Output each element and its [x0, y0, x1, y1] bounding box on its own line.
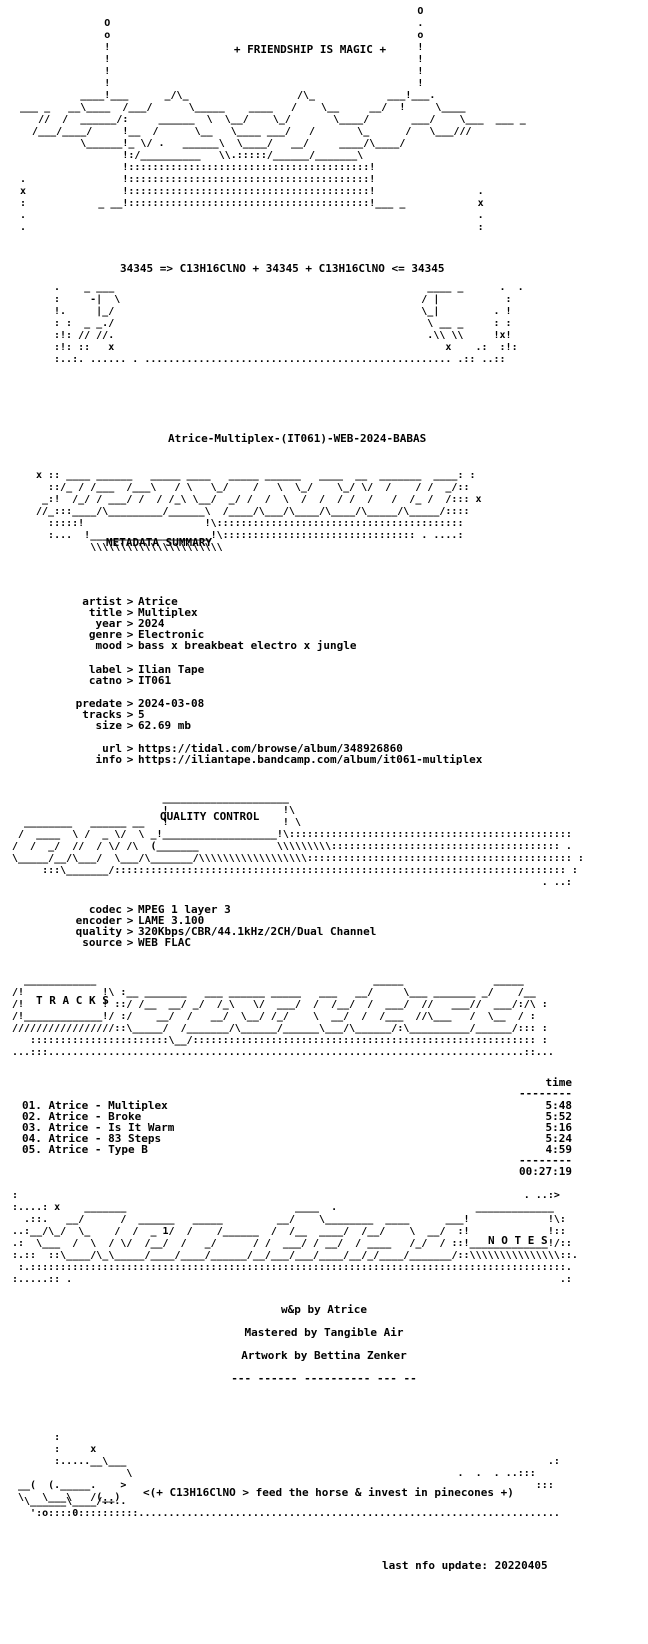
quality-row: encoder>LAME 3.100	[20, 914, 205, 927]
metadata-row: label>Ilian Tape	[20, 664, 204, 676]
metadata-key: tracks	[82, 708, 122, 721]
metadata-value: https://tidal.com/browse/album/348926860	[138, 742, 403, 755]
quality-row: codec>MPEG 1 layer 3	[20, 904, 231, 916]
tracks-ascii-art: ____________ _____ _____ /! !\ :__ _____…	[12, 975, 554, 1058]
note-credit-mastering: Mastered by Tangible Air	[244, 1326, 404, 1339]
quality-row: source>WEB FLAC	[20, 937, 191, 949]
notes-ascii-art: : . ..:> :....: x _______ ____ . _______…	[12, 1190, 578, 1285]
header-ascii-art: O O . o o !	[20, 6, 526, 233]
footer-ascii-art: : : x :.....__\___ .: \ . . . ..::: __	[18, 1432, 560, 1503]
metadata-value: bass x breakbeat electro x jungle	[138, 639, 357, 652]
track-time: 5:52	[545, 1110, 573, 1123]
quality-key: quality	[75, 925, 122, 938]
metadata-row: artist>Atrice	[20, 596, 178, 608]
metadata-key: catno	[88, 674, 122, 687]
note-credit-wp: w&p by Atrice	[280, 1303, 368, 1316]
metadata-row: title>Multiplex	[20, 607, 198, 619]
track-row: 01. Atrice - Multiplex 5:48	[22, 1100, 572, 1112]
section-title-quality: QUALITY CONTROL	[160, 810, 260, 823]
metadata-key: label	[88, 663, 122, 676]
quality-key: codec	[88, 903, 122, 916]
header-formula: 34345 => C13H16ClNO + 34345 + C13H16ClNO…	[120, 262, 445, 275]
track-row: 03. Atrice - Is It Warm 5:16	[22, 1122, 572, 1134]
metadata-row: size>62.69 mb	[20, 720, 191, 732]
metadata-row: genre>Electronic	[20, 629, 204, 641]
track-title: 05. Atrice - Type B	[22, 1143, 148, 1156]
metadata-key: genre	[88, 628, 122, 641]
metadata-key: url	[102, 742, 122, 755]
metadata-row: year>2024	[20, 618, 165, 630]
quality-row: quality>320Kbps/CBR/44.1kHz/2CH/Dual Cha…	[20, 925, 377, 938]
track-time: 4:59	[545, 1143, 573, 1156]
total-time: 00:27:19	[519, 1165, 572, 1178]
metadata-value: 2024-03-08	[138, 697, 205, 710]
time-rule: --------	[519, 1087, 572, 1100]
header-ascii-base: . _ ___ ____ _ . . : -| \ / | : !. |_/	[54, 282, 524, 365]
release-name: Atrice-Multiplex-(IT061)-WEB-2024-BABAS	[168, 432, 427, 445]
time-column-header: time	[545, 1076, 573, 1089]
note-divider: --- ------ ---------- --- --	[231, 1372, 417, 1385]
metadata-key: year	[95, 617, 123, 630]
track-title: 04. Atrice - 83 Steps	[22, 1132, 162, 1145]
metadata-key: title	[88, 606, 122, 619]
quality-key: source	[82, 936, 122, 949]
footer-ascii-base: \______\____/::.. ':o::::0::::::::::....…	[24, 1496, 560, 1519]
quality-value: MPEG 1 layer 3	[138, 903, 231, 916]
footer-tagline: <(+ C13H16ClNO > feed the horse & invest…	[143, 1486, 514, 1499]
metadata-value: https://iliantape.bandcamp.com/album/it0…	[138, 753, 483, 766]
metadata-key: size	[95, 719, 123, 732]
last-update: last nfo update: 20220405	[382, 1559, 548, 1572]
quality-ascii-art: _____________________ ! !\ ________ ____…	[12, 793, 584, 888]
track-time: 5:16	[545, 1121, 573, 1134]
track-row: 05. Atrice - Type B 4:59	[22, 1144, 572, 1156]
metadata-ascii-art: x :: ____ ______ _____ ____ _____ ______…	[36, 470, 482, 553]
note-credit-artwork: Artwork by Bettina Zenker	[241, 1349, 407, 1362]
metadata-value: 62.69 mb	[138, 719, 191, 732]
metadata-value: IT061	[138, 674, 172, 687]
metadata-row: mood>bass x breakbeat electro x jungle	[20, 640, 357, 652]
metadata-value: Atrice	[138, 595, 178, 608]
metadata-row: predate>2024-03-08	[20, 697, 205, 710]
header-title: + FRIENDSHIP IS MAGIC +	[233, 43, 387, 56]
quality-value: WEB FLAC	[138, 936, 191, 949]
metadata-value: Electronic	[138, 628, 205, 641]
track-row: 02. Atrice - Broke 5:52	[22, 1111, 572, 1123]
track-title: 02. Atrice - Broke	[22, 1110, 142, 1123]
metadata-key: artist	[82, 595, 122, 608]
metadata-row: info>https://iliantape.bandcamp.com/albu…	[20, 753, 483, 766]
track-time: 5:24	[545, 1132, 573, 1145]
metadata-value: Multiplex	[138, 606, 198, 619]
track-title: 03. Atrice - Is It Warm	[22, 1121, 175, 1134]
metadata-value: Ilian Tape	[138, 663, 205, 676]
metadata-row: url>https://tidal.com/browse/album/34892…	[20, 743, 403, 755]
metadata-row: catno>IT061	[20, 675, 171, 687]
total-rule: --------	[519, 1154, 572, 1167]
section-title-notes: N O T E S	[488, 1234, 548, 1247]
quality-key: encoder	[75, 914, 122, 927]
track-row: 04. Atrice - 83 Steps 5:24	[22, 1133, 572, 1145]
section-title-tracks: T R A C K S	[36, 994, 109, 1007]
quality-value: 320Kbps/CBR/44.1kHz/2CH/Dual Channel	[138, 925, 377, 938]
metadata-key: info	[95, 753, 123, 766]
metadata-key: predate	[75, 697, 122, 710]
metadata-value: 2024	[138, 617, 165, 630]
track-title: 01. Atrice - Multiplex	[22, 1099, 168, 1112]
track-time: 5:48	[545, 1099, 573, 1112]
section-title-metadata: METADATA SUMMARY	[106, 536, 212, 549]
quality-value: LAME 3.100	[138, 914, 205, 927]
metadata-value: 5	[138, 708, 145, 721]
metadata-key: mood	[95, 639, 123, 652]
metadata-row: tracks>5	[20, 708, 145, 721]
